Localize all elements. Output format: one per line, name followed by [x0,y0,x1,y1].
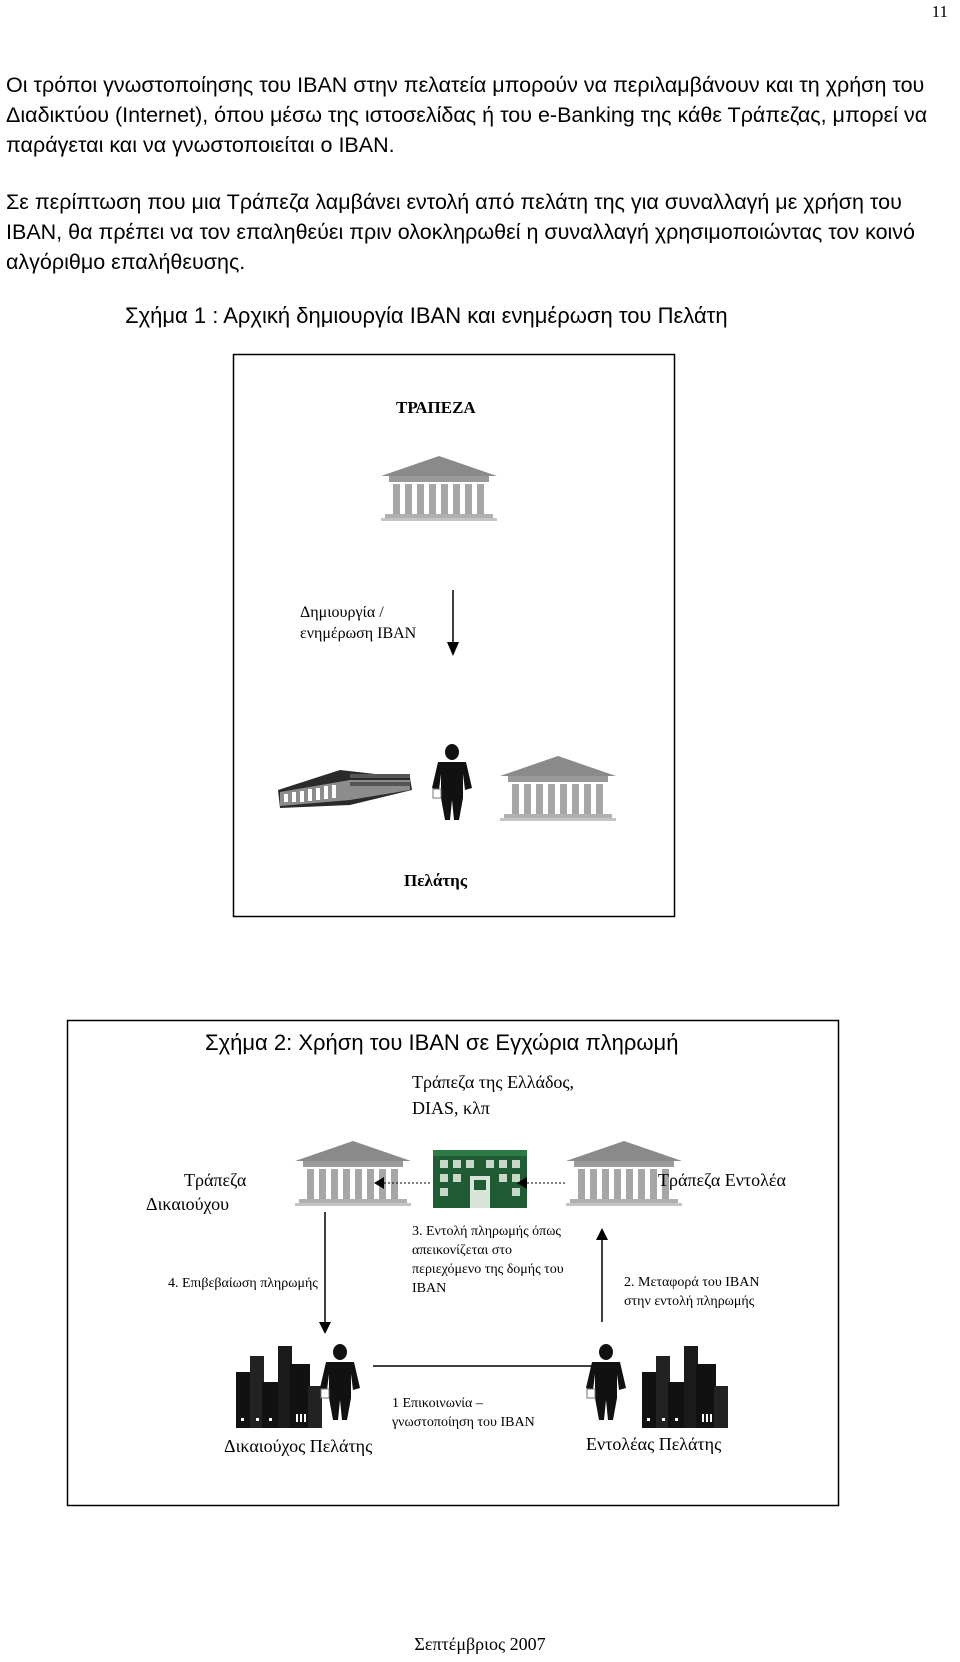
beneficiary-bank-line2: Δικαιούχου [146,1194,230,1214]
step3-line3: περιεχόμενο της δομής του [412,1262,564,1277]
arrowhead [447,642,459,656]
businessman-icon [431,743,473,821]
orderer-client-label: Εντολέας Πελάτης [586,1434,722,1454]
arrow-label-line1: Δημιουργία / [300,604,384,621]
bank-label: ΤΡΑΠΕΖΑ [396,398,476,417]
client-label: Πελάτης [404,871,467,890]
footer-date: Σεπτέμβριος 2007 [414,1634,546,1654]
paragraph-iban-verification: Σε περίπτωση που μια Τράπεζα λαμβάνει εν… [6,190,916,274]
beneficiary-bank-line1: Τράπεζα [184,1170,247,1190]
central-label-line2: DIAS, κλπ [412,1098,490,1118]
beneficiary-client-label: Δικαιούχος Πελάτης [224,1436,373,1456]
step1-line2: γνωστοποίηση του IBAN [392,1415,535,1430]
arrow-label-line2: ενημέρωση IBAN [300,625,417,642]
step1-line1: 1 Επικοινωνία – [392,1396,483,1411]
central-label-line1: Τράπεζα της Ελλάδος, [412,1072,575,1092]
step3-line2: απεικονίζεται στο [412,1243,512,1258]
step3-line4: IBAN [412,1281,447,1296]
step2-line2: στην εντολή πληρωμής [624,1294,755,1309]
bank-building-icon [381,456,497,521]
businessman-icon [585,1343,627,1421]
central-bank-icon [433,1150,527,1208]
figure1-frame [232,353,676,918]
paragraph-iban-notification: Οι τρόποι γνωστοποίησης του IBAN στην πε… [6,73,928,157]
figure2-frame [66,1019,840,1507]
bank-building-icon [500,756,616,821]
bank-building-icon [295,1141,411,1206]
orderer-bank-label: Τράπεζα Εντολέα [658,1170,786,1190]
businessman-icon [319,1343,361,1421]
figure2-caption: Σχήμα 2: Χρήση του IBAN σε Εγχώρια πληρω… [205,1030,679,1055]
page-number: 11 [931,2,948,21]
step3-line1: 3. Εντολή πληρωμής όπως [412,1224,561,1239]
city-skyline-icon [236,1346,322,1428]
office-building-icon [278,770,412,808]
step4-label: 4. Επιβεβαίωση πληρωμής [168,1276,318,1291]
step2-line1: 2. Μεταφορά του IBAN [624,1275,760,1290]
city-skyline-icon [642,1346,728,1428]
figure1-caption: Σχήμα 1 : Αρχική δημιουργία IBAN και ενη… [125,303,728,328]
